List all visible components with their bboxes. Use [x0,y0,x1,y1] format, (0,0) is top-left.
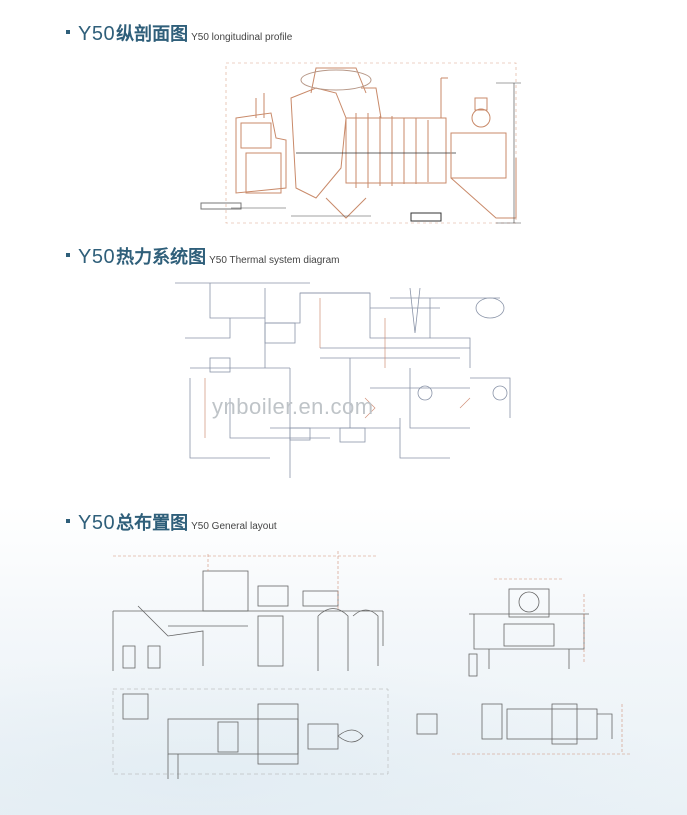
plan-svg [112,688,389,779]
heading-en: Y50 longitudinal profile [191,32,293,43]
heading-thermal-system: Y50 热力系统图 Y50 Thermal system diagram [66,243,340,269]
longitudinal-profile-drawing [196,58,526,233]
general-layout-plan [108,684,393,784]
thermal-system-svg [175,282,511,478]
heading-cn: 热力系统图 [116,247,207,267]
thermal-system-diagram [170,278,530,478]
heading-code: Y50 [78,512,116,534]
heading-en: Y50 General layout [191,521,277,532]
bullet-icon [66,253,70,257]
heading-code: Y50 [78,23,116,45]
heading-code: Y50 [78,246,116,268]
plan-right-svg [416,703,632,755]
heading-general-layout: Y50 总布置图 Y50 General layout [66,509,277,535]
general-layout-elevation [108,546,388,676]
bullet-icon [66,30,70,34]
heading-longitudinal-profile: Y50 纵剖面图 Y50 longitudinal profile [66,20,292,46]
turbine-section-svg [200,62,521,224]
heading-cn: 纵剖面图 [116,24,189,44]
general-layout-plan-right [412,694,642,774]
bullet-icon [66,519,70,523]
watermark-text: ynboiler.en.com [212,394,374,419]
heading-cn: 总布置图 [116,513,189,533]
end-view-svg [468,578,589,677]
elevation-svg [112,551,384,671]
general-layout-end-view [464,574,594,684]
heading-en: Y50 Thermal system diagram [209,255,340,266]
